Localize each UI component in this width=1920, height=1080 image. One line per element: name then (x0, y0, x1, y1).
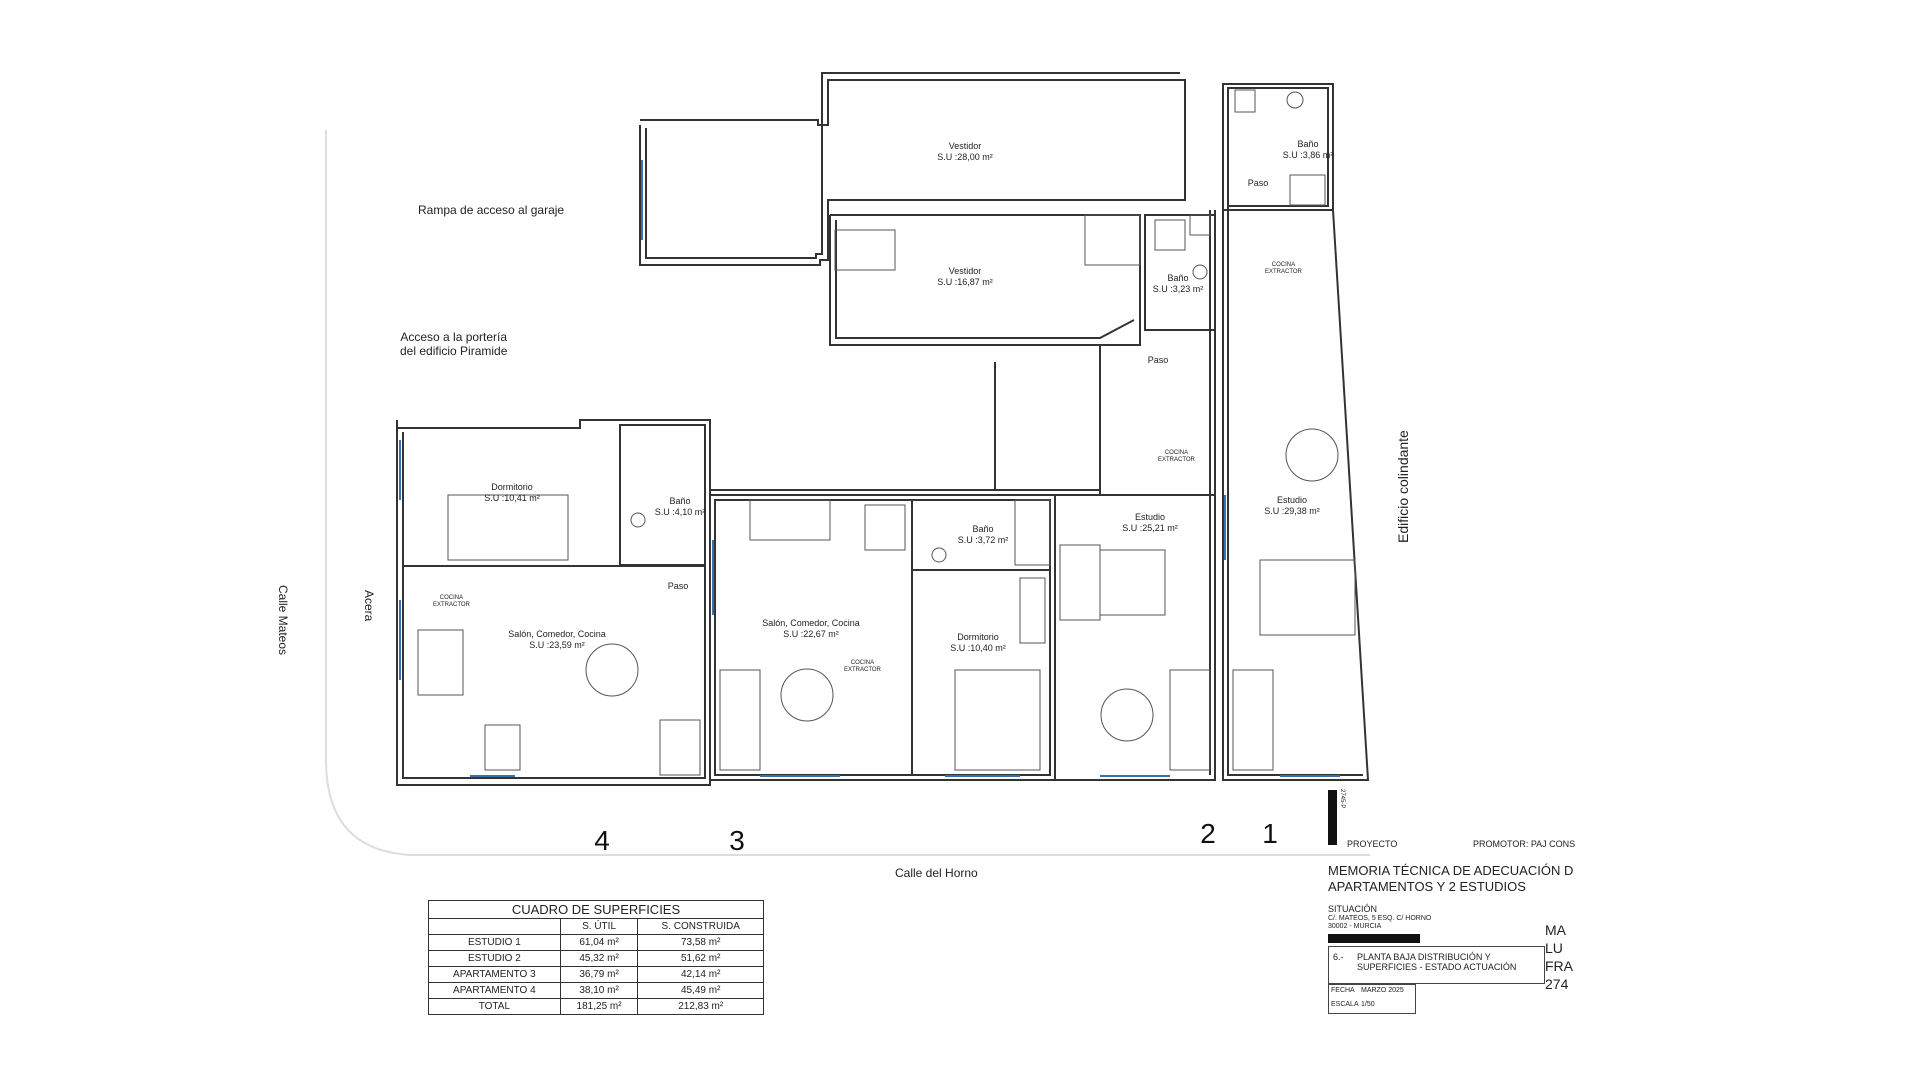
sheet-title-line2: SUPERFICIES - ESTADO ACTUACIÓN (1357, 962, 1517, 972)
sheet-number: 6.- (1333, 952, 1344, 962)
ramp-label: Rampa de acceso al garaje (418, 203, 565, 217)
furniture (417, 89, 1356, 776)
portal-label-line1: Acceso a la portería (400, 330, 508, 344)
title-block-bar (1328, 790, 1337, 845)
street-bottom-label: Calle del Horno (895, 866, 978, 880)
sheet-title-line1: PLANTA BAJA DISTRIBUCIÓN Y (1357, 952, 1491, 962)
escala-label: ESCALA (1331, 1001, 1359, 1008)
cut-text-3: FRA (1545, 958, 1573, 974)
sheet-box (1328, 946, 1545, 984)
unit-number-1: 1 (1262, 818, 1278, 849)
portal-label: Acceso a la portería del edificio Pirami… (400, 330, 507, 358)
proyecto-label: PROYECTO (1347, 839, 1398, 849)
street-left-label: Calle Mateos (276, 585, 290, 656)
unit-number-2: 2 (1200, 818, 1216, 849)
address-redaction-bar (1328, 934, 1420, 943)
surface-table-header: S. ÚTIL S. CONSTRUIDA (428, 918, 764, 935)
room-paso-left: Paso (667, 581, 689, 591)
portal-label-line2: del edificio Piramide (400, 344, 508, 358)
neighbour-label: Edificio colindante (1395, 430, 1411, 543)
room-paso-mid: Paso (1147, 355, 1169, 365)
escala-value: 1/50 (1361, 1001, 1375, 1008)
cut-text-4: 274 (1545, 976, 1569, 992)
walls (396, 72, 1370, 786)
fecha-label: FECHA (1331, 987, 1355, 994)
stamp-code: 2745-P (1339, 789, 1345, 809)
surface-table: CUADRO DE SUPERFICIES S. ÚTIL S. CONSTRU… (428, 900, 764, 1015)
room-paso-top: Paso (1247, 178, 1269, 188)
unit-number-3: 3 (729, 825, 745, 856)
fecha-value: MARZO 2025 (1361, 987, 1404, 994)
memoria-line2: APARTAMENTOS Y 2 ESTUDIOS (1328, 879, 1526, 894)
cut-text-1: MA (1545, 922, 1566, 938)
promotor-label: PROMOTOR: PAJ CONS (1473, 839, 1576, 849)
address-line2: 30002 - MURCIA (1328, 923, 1382, 930)
memoria-line1: MEMORIA TÉCNICA DE ADECUACIÓN D (1328, 863, 1574, 878)
cut-text-2: LU (1545, 940, 1563, 956)
surface-table-title: CUADRO DE SUPERFICIES (428, 900, 764, 918)
situacion-label: SITUACIÓN (1328, 904, 1378, 914)
unit-number-4: 4 (594, 825, 610, 856)
pavement-edge (325, 130, 1370, 856)
date-scale-box (1328, 984, 1416, 1014)
sidewalk-label: Acera (362, 590, 376, 622)
windows (399, 160, 1340, 777)
address-line1: C/. MATEOS, 5 ESQ. C/ HORNO (1328, 915, 1432, 922)
